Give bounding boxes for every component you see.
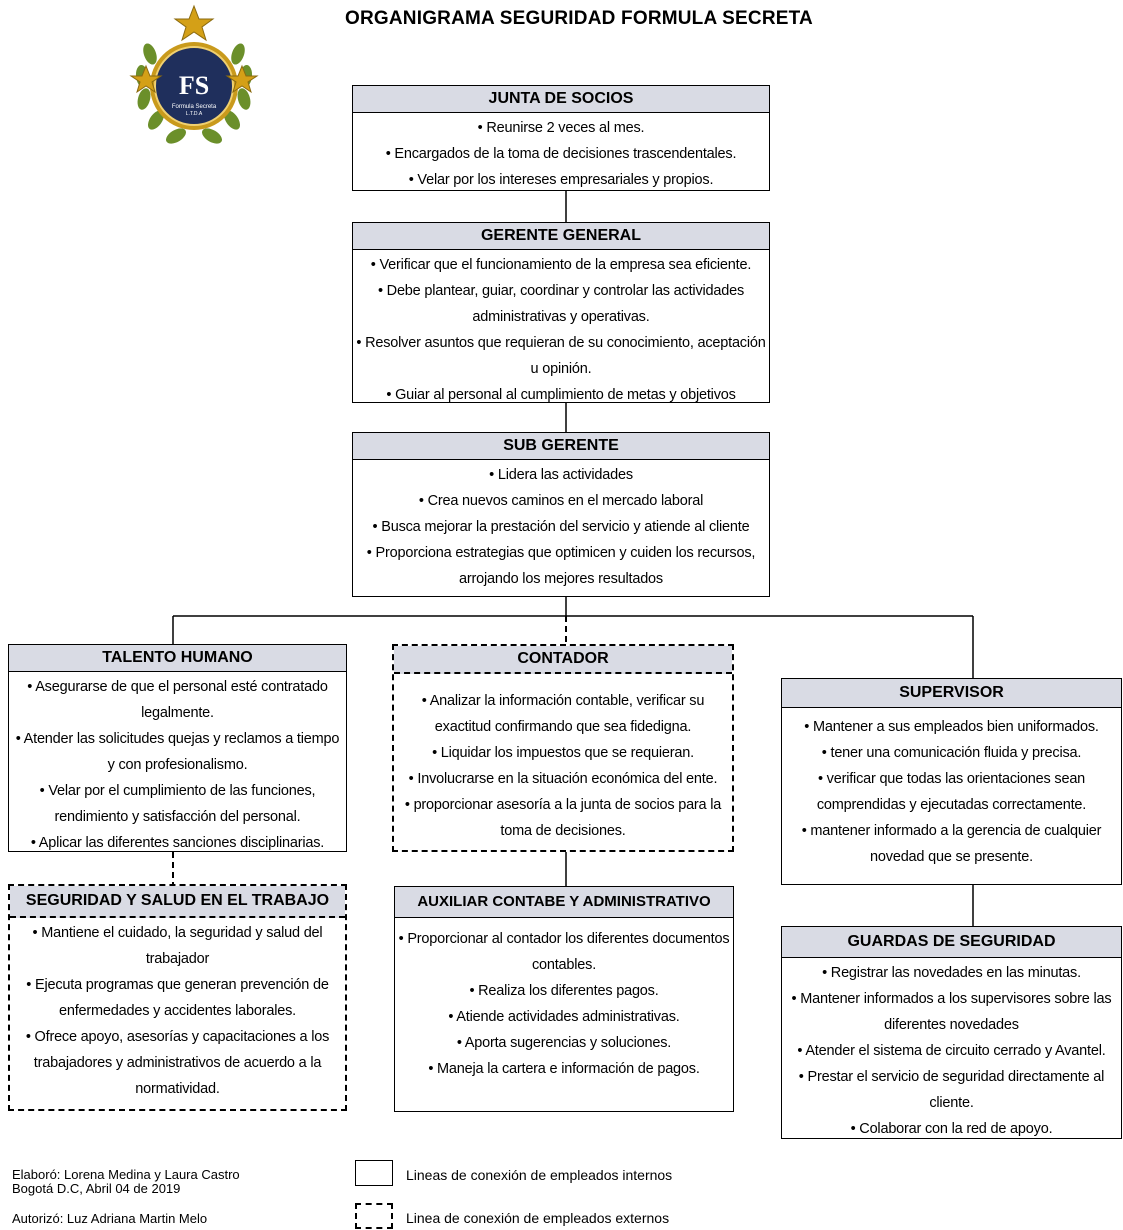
box-seguridad-salud-trabajo: SEGURIDAD Y SALUD EN EL TRABAJO Mantiene… (8, 884, 347, 1111)
responsibility-item: tener una comunicación fluida y precisa. (784, 740, 1119, 766)
logo-suffix: L.T.D.A (186, 111, 203, 117)
box-title: TALENTO HUMANO (9, 645, 346, 672)
responsibility-item: Velar por el cumplimiento de las funcion… (11, 778, 344, 830)
responsibility-item: proporcionar asesoría a la junta de soci… (396, 792, 730, 844)
responsibility-item: Lidera las actividades (355, 462, 767, 488)
responsibility-item: Ofrece apoyo, asesorías y capacitaciones… (12, 1024, 343, 1102)
legend-internal-text: Lineas de conexión de empleados internos (406, 1167, 673, 1183)
box-talento-humano: TALENTO HUMANO Asegurarse de que el pers… (8, 644, 347, 852)
box-title: SUPERVISOR (782, 679, 1121, 708)
responsibility-item: Guiar al personal al cumplimiento de met… (355, 382, 767, 408)
responsibility-item: Ejecuta programas que generan prevención… (12, 972, 343, 1024)
responsibility-item: Velar por los intereses empresariales y … (355, 167, 767, 193)
footer-date: Bogotá D.C, Abril 04 de 2019 (12, 1181, 181, 1196)
responsibility-list: Reunirse 2 veces al mes.Encargados de la… (353, 113, 769, 195)
responsibility-list: Proporcionar al contador los diferentes … (395, 918, 733, 1084)
responsibility-item: Maneja la cartera e información de pagos… (397, 1056, 731, 1082)
responsibility-item: Crea nuevos caminos en el mercado labora… (355, 488, 767, 514)
box-title: SEGURIDAD Y SALUD EN EL TRABAJO (10, 886, 345, 918)
responsibility-item: Asegurarse de que el personal esté contr… (11, 674, 344, 726)
responsibility-item: Prestar el servicio de seguridad directa… (784, 1064, 1119, 1116)
responsibility-item: Verificar que el funcionamiento de la em… (355, 252, 767, 278)
page-title: ORGANIGRAMA SEGURIDAD FORMULA SECRETA (345, 8, 813, 29)
responsibility-item: Encargados de la toma de decisiones tras… (355, 141, 767, 167)
responsibility-item: Debe plantear, guiar, coordinar y contro… (355, 278, 767, 330)
footer-elaboro: Elaboró: Lorena Medina y Laura Castro (12, 1167, 240, 1182)
box-contador: CONTADOR Analizar la información contabl… (392, 644, 734, 852)
company-logo: FS Formula Secreta L.T.D.A (129, 4, 259, 144)
box-junta-de-socios: JUNTA DE SOCIOS Reunirse 2 veces al mes.… (352, 85, 770, 191)
box-title: AUXILIAR CONTABE Y ADMINISTRATIVO (395, 887, 733, 918)
responsibility-item: Aporta sugerencias y soluciones. (397, 1030, 731, 1056)
box-sub-gerente: SUB GERENTE Lidera las actividadesCrea n… (352, 432, 770, 597)
responsibility-item: Atender las solicitudes quejas y reclamo… (11, 726, 344, 778)
responsibility-item: Realiza los diferentes pagos. (397, 978, 731, 1004)
responsibility-item: Mantener informados a los supervisores s… (784, 986, 1119, 1038)
box-supervisor: SUPERVISOR Mantener a sus empleados bien… (781, 678, 1122, 885)
legend-external-text: Linea de conexión de empleados externos (406, 1210, 670, 1226)
responsibility-item: Proporcionar al contador los diferentes … (397, 926, 731, 978)
responsibility-list: Mantener a sus empleados bien uniformado… (782, 708, 1121, 872)
responsibility-item: Reunirse 2 veces al mes. (355, 115, 767, 141)
responsibility-item: Analizar la información contable, verifi… (396, 688, 730, 740)
box-title: JUNTA DE SOCIOS (353, 86, 769, 113)
responsibility-item: Busca mejorar la prestación del servicio… (355, 514, 767, 540)
responsibility-item: Involucrarse en la situación económica d… (396, 766, 730, 792)
responsibility-item: Resolver asuntos que requieran de su con… (355, 330, 767, 382)
logo-subtitle: Formula Secreta (172, 104, 217, 110)
box-gerente-general: GERENTE GENERAL Verificar que el funcion… (352, 222, 770, 403)
responsibility-item: Atiende actividades administrativas. (397, 1004, 731, 1030)
logo-initials: FS (179, 71, 209, 100)
responsibility-item: Atender el sistema de circuito cerrado y… (784, 1038, 1119, 1064)
box-title: CONTADOR (394, 646, 732, 674)
footer-credits: Elaboró: Lorena Medina y Laura Castro Bo… (12, 1168, 240, 1196)
responsibility-list: Asegurarse de que el personal esté contr… (9, 672, 346, 858)
responsibility-item: Mantener a sus empleados bien uniformado… (784, 714, 1119, 740)
responsibility-item: Aplicar las diferentes sanciones discipl… (11, 830, 344, 856)
responsibility-item: verificar que todas las orientaciones se… (784, 766, 1119, 818)
responsibility-item: Liquidar los impuestos que se requieran. (396, 740, 730, 766)
box-auxiliar-contable: AUXILIAR CONTABE Y ADMINISTRATIVO Propor… (394, 886, 734, 1112)
legend-internal-swatch (355, 1160, 393, 1186)
legend-external-swatch (355, 1203, 393, 1229)
box-title: SUB GERENTE (353, 433, 769, 460)
footer-autorizo: Autorizó: Luz Adriana Martin Melo (12, 1211, 208, 1226)
responsibility-list: Mantiene el cuidado, la seguridad y salu… (10, 918, 345, 1104)
responsibility-list: Verificar que el funcionamiento de la em… (353, 250, 769, 410)
responsibility-item: Registrar las novedades en las minutas. (784, 960, 1119, 986)
responsibility-item: Colaborar con la red de apoyo. (784, 1116, 1119, 1142)
responsibility-list: Lidera las actividadesCrea nuevos camino… (353, 460, 769, 594)
responsibility-item: Proporciona estrategias que optimicen y … (355, 540, 767, 592)
responsibility-item: Mantiene el cuidado, la seguridad y salu… (12, 920, 343, 972)
box-title: GERENTE GENERAL (353, 223, 769, 250)
responsibility-item: mantener informado a la gerencia de cual… (784, 818, 1119, 870)
box-guardas-de-seguridad: GUARDAS DE SEGURIDAD Registrar las noved… (781, 926, 1122, 1139)
responsibility-list: Analizar la información contable, verifi… (394, 674, 732, 846)
box-title: GUARDAS DE SEGURIDAD (782, 927, 1121, 958)
responsibility-list: Registrar las novedades en las minutas.M… (782, 958, 1121, 1144)
